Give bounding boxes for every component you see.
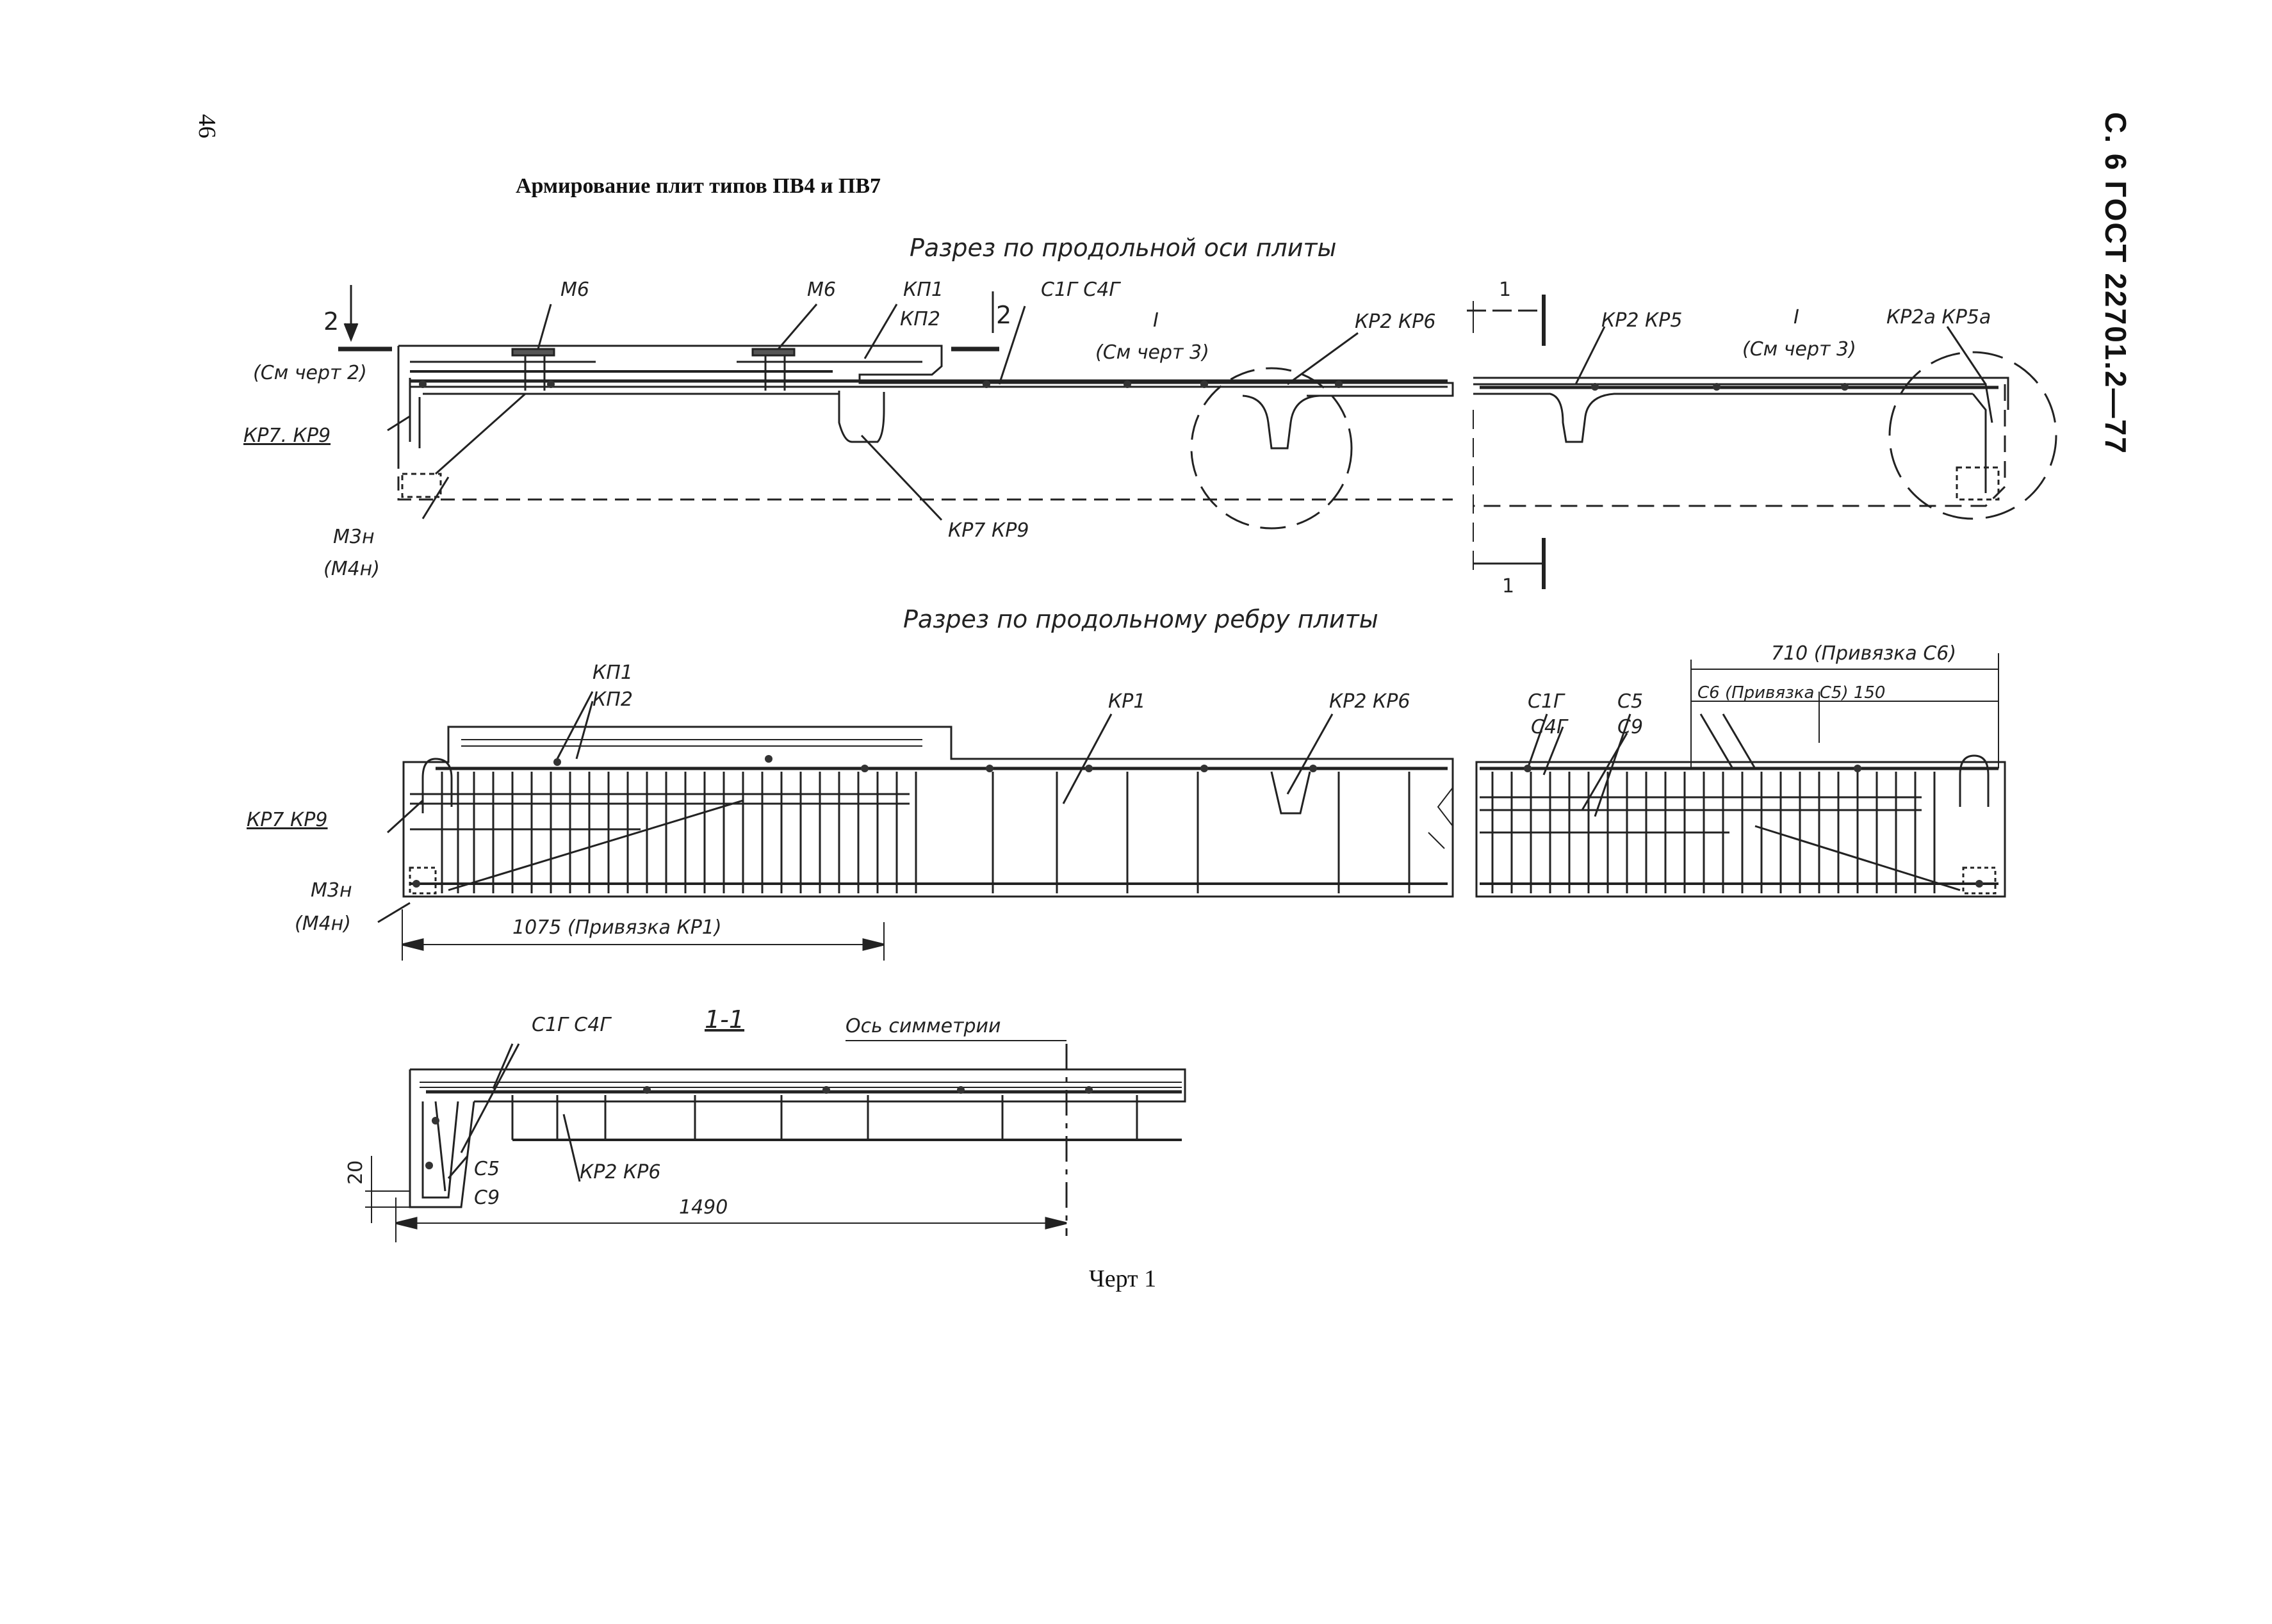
section-11-title: 1-1 (705, 1005, 744, 1034)
label-m4n-a: (М4н) (323, 558, 380, 580)
dimension-1490: 1490 (679, 1196, 728, 1219)
label-c5-section: С5 (474, 1158, 500, 1180)
label-m3n-b: М3н (311, 879, 352, 902)
label-c4g-rib: С4Г (1531, 716, 1569, 738)
label-one-a: I (1153, 309, 1159, 332)
label-kr2-kr6-section: КР2 КР6 (580, 1161, 661, 1183)
label-kp1-top: КП1 (903, 279, 944, 301)
label-c5-rib: С5 (1617, 690, 1643, 713)
label-m6-a: М6 (560, 279, 589, 301)
label-c1g-rib: С1Г (1528, 690, 1565, 713)
dimension-710: 710 (Привязка С6) (1771, 642, 1956, 665)
mark-1-bottom: 1 (1502, 575, 1514, 597)
label-c1g-c4g-top: С1Г С4Г (1041, 279, 1121, 301)
label-kr2-kr6-a: КР2 КР6 (1355, 311, 1436, 333)
label-kp1-rib: КП1 (593, 662, 633, 684)
label-c9-rib: С9 (1617, 716, 1643, 738)
label-kp2-top: КП2 (900, 308, 940, 330)
label-one-b: I (1794, 306, 1799, 329)
label-kr7-kr9-b: КР7 КР9 (247, 809, 328, 831)
label-kr7-kr9-mid: КР7 КР9 (948, 519, 1029, 542)
label-kr2-kr5-b: КР2 КР5 (1601, 309, 1683, 332)
label-m4n-b: (М4н) (295, 913, 351, 935)
dimension-1075: 1075 (Привязка КР1) (512, 916, 722, 939)
label-m6-b: М6 (807, 279, 836, 301)
label-kr7-kr9-a: КР7. КР9 (243, 425, 331, 447)
section-axis-title: Разрез по продольной оси плиты (910, 234, 1337, 262)
mark-2-left: 2 (323, 307, 339, 336)
mark-1-top: 1 (1499, 279, 1511, 301)
dimension-20: 20 (345, 1160, 367, 1185)
label-c1g-c4g-section: С1Г С4Г (532, 1014, 612, 1036)
label-c9-section: С9 (474, 1187, 500, 1209)
page-title: Армирование плит типов ПВ4 и ПВ7 (515, 174, 881, 198)
label-axis-symmetry: Ось симметрии (846, 1015, 1001, 1037)
mark-2-right: 2 (996, 301, 1011, 329)
drawing-caption: Черт 1 (1089, 1265, 1157, 1292)
label-see-drawing-3-b: (См черт 3) (1742, 338, 1856, 361)
label-see-drawing-3-a: (См черт 3) (1095, 341, 1209, 364)
label-see-drawing-2: (См черт 2) (253, 362, 367, 384)
label-kr2a-kr5a: КР2а КР5а (1886, 306, 1991, 329)
section-rib-title: Разрез по продольному ребру плиты (903, 605, 1378, 633)
label-kr2-kr6-rib: КР2 КР6 (1329, 690, 1410, 713)
label-kr1-rib: КР1 (1108, 690, 1145, 713)
label-m3n-a: М3н (333, 526, 375, 548)
dimension-c6-150: С6 (Привязка С5) 150 (1697, 683, 1885, 702)
label-kp2-rib: КП2 (593, 688, 633, 711)
